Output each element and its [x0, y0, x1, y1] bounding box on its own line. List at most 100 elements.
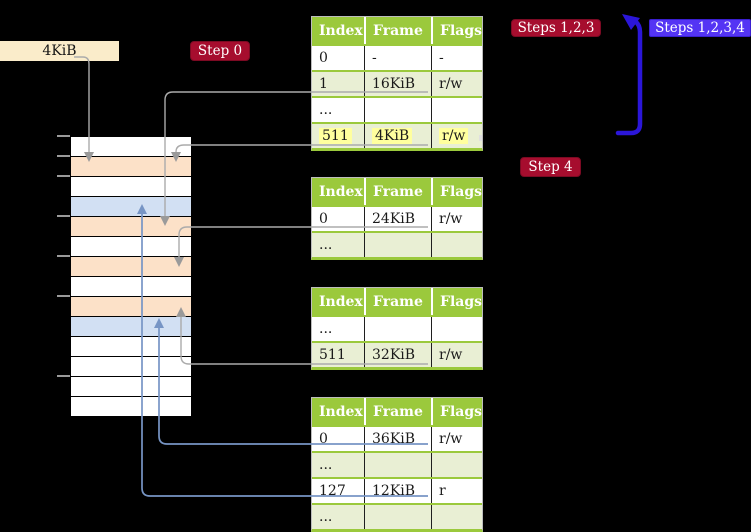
- cell-frame: 12KiB: [364, 479, 431, 503]
- memory-frame-row-5: [71, 237, 191, 257]
- steps-1-2-3-4-label: Steps 1,2,3,4: [649, 19, 751, 37]
- cell-flags: -: [431, 46, 482, 70]
- column-header-flags: Flags: [431, 178, 482, 205]
- table-row-0: 0 --: [312, 44, 482, 70]
- cell-flags: r/w: [431, 343, 482, 367]
- table-row-dotdotdot: ...: [312, 231, 482, 257]
- cell-index: 511: [319, 347, 346, 363]
- cell-index: 127: [319, 483, 346, 499]
- cell-index: ...: [319, 102, 333, 118]
- memory-frame-row-0: [71, 137, 191, 157]
- column-header-frame: Frame: [364, 17, 431, 44]
- cell-index: ...: [319, 237, 333, 253]
- memory-tick-0: [57, 135, 70, 137]
- cell-flags: r: [431, 479, 482, 503]
- cell-index: ...: [319, 321, 333, 337]
- table-row-dotdotdot: ...: [312, 96, 482, 122]
- arrowhead-recursive-loop: [622, 14, 640, 30]
- memory-frame-row-1: [71, 157, 191, 177]
- memory-frame-row-3: [71, 197, 191, 217]
- memory-tick-4: [57, 255, 70, 257]
- cell-frame: 32KiB: [364, 343, 431, 367]
- cell-frame: [364, 453, 431, 477]
- memory-frame-row-13: [71, 397, 191, 417]
- cell-frame: [364, 317, 431, 341]
- cell-frame: 4KiB: [364, 124, 431, 148]
- cell-index: 0: [319, 431, 328, 447]
- memory-tick-1: [57, 155, 70, 157]
- cell-frame: 36KiB: [364, 427, 431, 451]
- cell-index: 0: [319, 50, 328, 66]
- cell-flags: r/w: [431, 207, 482, 231]
- column-header-index: Index: [319, 403, 363, 420]
- cell-flags: r/w: [431, 124, 482, 148]
- cell-frame: 16KiB: [364, 72, 431, 96]
- cell-flags: r/w: [431, 72, 482, 96]
- cell-frame: [364, 505, 431, 529]
- memory-frame-row-8: [71, 297, 191, 317]
- column-header-flags: Flags: [431, 398, 482, 425]
- memory-frame-row-9: [71, 317, 191, 337]
- memory-tick-2: [57, 175, 70, 177]
- memory-tick-3: [57, 215, 70, 217]
- cell-frame: 24KiB: [364, 207, 431, 231]
- table-row-511: 511 4KiB r/w: [312, 122, 482, 148]
- steps-1-2-3-label: Steps 1,2,3: [511, 19, 601, 37]
- cell-flags: r/w: [431, 427, 482, 451]
- memory-frame-row-6: [71, 257, 191, 277]
- memory-tick-5: [57, 295, 70, 297]
- cell-flags: [431, 233, 482, 257]
- table-row-dotdotdot: ...: [312, 503, 482, 529]
- column-header-frame: Frame: [364, 178, 431, 205]
- memory-frame-row-7: [71, 277, 191, 297]
- cell-flags: [431, 98, 482, 122]
- memory-frame-row-12: [71, 377, 191, 397]
- column-header-frame: Frame: [364, 288, 431, 315]
- memory-tick-6: [57, 375, 70, 377]
- column-header-index: Index: [319, 183, 363, 200]
- highlighted-value: 4KiB: [372, 128, 413, 144]
- cell-index: ...: [319, 457, 333, 473]
- memory-frame-row-4: [71, 217, 191, 237]
- column-header-frame: Frame: [364, 398, 431, 425]
- cell-flags: [431, 505, 482, 529]
- cell-index: ...: [319, 509, 333, 525]
- column-header-index: Index: [319, 293, 363, 310]
- cell-index: 511: [312, 124, 364, 148]
- cell-index: 0: [319, 211, 328, 227]
- frame-4kib-label: 4KiB: [0, 41, 119, 61]
- step-4-label: Step 4: [520, 157, 581, 177]
- column-header-flags: Flags: [431, 288, 482, 315]
- highlighted-value: 511: [319, 128, 352, 144]
- column-header-index: Index: [319, 22, 363, 39]
- cell-flags: [431, 453, 482, 477]
- table-row-dotdotdot: ...: [312, 451, 482, 477]
- cell-frame: -: [364, 46, 431, 70]
- cell-index: 1: [319, 76, 328, 92]
- column-header-flags: Flags: [431, 17, 482, 44]
- memory-frame-row-10: [71, 337, 191, 357]
- cell-frame: [364, 233, 431, 257]
- cell-flags: [431, 317, 482, 341]
- step-0-label: Step 0: [190, 41, 250, 61]
- cell-frame: [364, 98, 431, 122]
- table-row-dotdotdot: ...: [312, 315, 482, 341]
- memory-frame-row-2: [71, 177, 191, 197]
- physical-memory-stack: [70, 136, 192, 417]
- recursive-loop-arrow: [615, 18, 643, 136]
- memory-frame-row-11: [71, 357, 191, 377]
